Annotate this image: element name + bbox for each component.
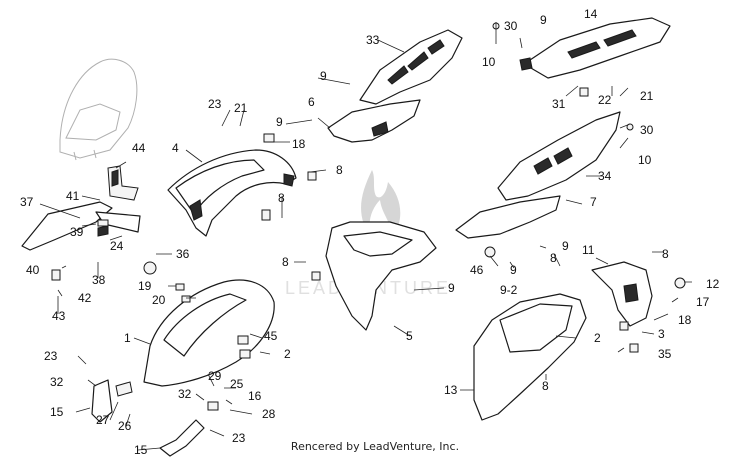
- callout-8: 8: [336, 163, 343, 177]
- leader-lines: [39, 22, 692, 451]
- callout-9: 9: [448, 281, 455, 295]
- callout-45: 45: [264, 329, 278, 343]
- callout-42: 42: [78, 291, 92, 305]
- callout-9: 9: [562, 239, 569, 253]
- callout-13: 13: [444, 383, 458, 397]
- part-15-upper: [91, 379, 113, 423]
- callout-21: 21: [234, 101, 248, 115]
- callout-21: 21: [640, 89, 654, 103]
- render-credit: Rencered by LeadVenture, Inc.: [290, 440, 460, 453]
- callout-23: 23: [208, 97, 222, 111]
- callout-6: 6: [308, 95, 315, 109]
- callout-34: 34: [598, 169, 612, 183]
- callout-14: 14: [584, 7, 598, 21]
- callout-30: 30: [504, 19, 518, 33]
- callout-32: 32: [178, 387, 192, 401]
- bracket-44: [107, 165, 139, 201]
- callout-32: 32: [50, 375, 64, 389]
- callout-16: 16: [248, 389, 262, 403]
- callout-46: 46: [470, 263, 484, 277]
- callout-8: 8: [282, 255, 289, 269]
- callout-9: 9: [320, 69, 327, 83]
- license-bracket-11: [591, 261, 653, 327]
- trim-6: [327, 99, 421, 143]
- callout-33: 33: [366, 33, 380, 47]
- callout-numbers: 33 30 9 14 10 9 31 22 21 23 21 6 9 30 10…: [20, 7, 720, 457]
- callout-9: 9: [510, 263, 517, 277]
- callout-1: 1: [124, 331, 131, 345]
- callout-37: 37: [20, 195, 34, 209]
- callout-15: 15: [134, 443, 148, 457]
- callout-10: 10: [482, 55, 496, 69]
- callout-8: 8: [542, 379, 549, 393]
- callout-12: 12: [706, 277, 720, 291]
- part-15-lower: [159, 419, 205, 457]
- callout-36: 36: [176, 247, 190, 261]
- callout-25: 25: [230, 377, 244, 391]
- callout-23: 23: [232, 431, 246, 445]
- callout-27: 27: [96, 413, 110, 427]
- callout-2: 2: [284, 347, 291, 361]
- callout-15: 15: [50, 405, 64, 419]
- callout-9: 9: [540, 13, 547, 27]
- callout-5: 5: [406, 329, 413, 343]
- trim-7: [455, 195, 561, 239]
- windscreen-ghost: [59, 58, 138, 161]
- part-27: [115, 381, 133, 397]
- callout-9: 9: [276, 115, 283, 129]
- side-panel-37: [21, 201, 141, 251]
- callout-40: 40: [26, 263, 40, 277]
- callout-9-2: 9-2: [500, 283, 518, 297]
- callout-31: 31: [552, 97, 566, 111]
- callout-17: 17: [696, 295, 710, 309]
- callout-4: 4: [172, 141, 179, 155]
- callout-8: 8: [662, 247, 669, 261]
- callout-39: 39: [70, 225, 84, 239]
- callout-35: 35: [658, 347, 672, 361]
- callout-28: 28: [262, 407, 276, 421]
- callout-41: 41: [66, 189, 80, 203]
- callout-18: 18: [292, 137, 306, 151]
- callout-38: 38: [92, 273, 106, 287]
- callout-18: 18: [678, 313, 692, 327]
- side-cover-34: [497, 111, 621, 201]
- callout-20: 20: [152, 293, 166, 307]
- callout-3: 3: [658, 327, 665, 341]
- callout-2: 2: [594, 331, 601, 345]
- callout-7: 7: [590, 195, 597, 209]
- callout-44: 44: [132, 141, 146, 155]
- callout-23: 23: [44, 349, 58, 363]
- callout-11: 11: [582, 243, 595, 257]
- callout-29: 29: [208, 369, 222, 383]
- callout-8: 8: [550, 251, 557, 265]
- fairing-5: [325, 221, 437, 331]
- callout-30: 30: [640, 123, 654, 137]
- callout-26: 26: [118, 419, 132, 433]
- tail-14: [519, 17, 671, 79]
- front-fairing-4: [167, 149, 297, 237]
- callout-22: 22: [598, 93, 612, 107]
- callout-8: 8: [278, 191, 285, 205]
- callout-24: 24: [110, 239, 124, 253]
- rear-fender-13: [473, 293, 587, 421]
- shroud-33: [359, 29, 463, 105]
- callout-10: 10: [638, 153, 652, 167]
- callout-43: 43: [52, 309, 66, 323]
- callout-19: 19: [138, 279, 152, 293]
